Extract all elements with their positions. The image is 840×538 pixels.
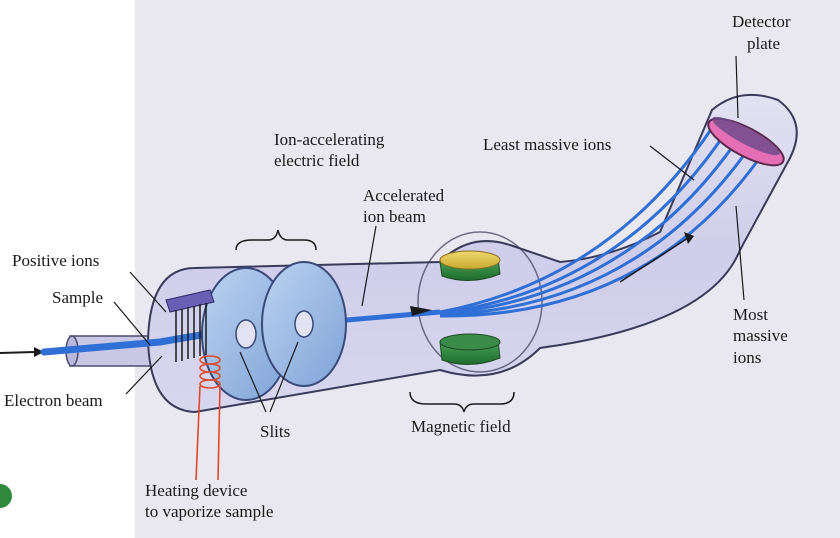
leader-lines bbox=[113, 55, 745, 413]
label-ion-accelerating-2: electric field bbox=[274, 151, 360, 170]
label-accelerated-1: Accelerated bbox=[363, 186, 445, 205]
magnet-top bbox=[439, 250, 501, 281]
edge-badge bbox=[0, 484, 12, 508]
label-detector-1: Detector bbox=[732, 12, 791, 31]
ion-path-2 bbox=[439, 131, 728, 315]
label-heating-device-1: Heating device bbox=[145, 481, 247, 500]
ionizing-grid bbox=[165, 289, 215, 362]
magnet-bottom bbox=[439, 333, 501, 365]
magnetic-field-bracket bbox=[409, 391, 515, 413]
label-accelerated-2: ion beam bbox=[363, 207, 426, 226]
electric-field-bracket bbox=[235, 229, 317, 251]
fan-direction-line bbox=[619, 237, 689, 283]
label-electron-beam: Electron beam bbox=[4, 391, 103, 410]
label-least-massive: Least massive ions bbox=[483, 135, 611, 154]
detector-plate bbox=[707, 116, 785, 167]
label-most-massive-3: ions bbox=[733, 348, 761, 367]
ion-path-3 bbox=[439, 135, 742, 316]
label-sample: Sample bbox=[52, 288, 103, 307]
label-most-massive-1: Most bbox=[733, 305, 768, 324]
label-detector-2: plate bbox=[747, 34, 780, 53]
magnet-region bbox=[417, 231, 543, 373]
fan-direction-arrow bbox=[684, 232, 694, 244]
sample-arrow bbox=[0, 347, 44, 357]
label-slits: Slits bbox=[260, 422, 290, 441]
label-most-massive-2: massive bbox=[733, 326, 788, 345]
ion-path-5 bbox=[439, 145, 770, 318]
beam-direction-arrow bbox=[410, 306, 432, 316]
ion-path-4 bbox=[439, 140, 756, 317]
ion-path-1 bbox=[439, 127, 714, 314]
label-ion-accelerating-1: Ion-accelerating bbox=[274, 130, 385, 149]
heating-coil bbox=[195, 355, 221, 481]
accelerating-disk-2 bbox=[261, 261, 347, 387]
label-positive-ions: Positive ions bbox=[12, 251, 99, 270]
label-magnetic-field: Magnetic field bbox=[411, 417, 511, 436]
label-heating-device-2: to vaporize sample bbox=[145, 502, 273, 521]
ion-paths bbox=[439, 127, 770, 318]
